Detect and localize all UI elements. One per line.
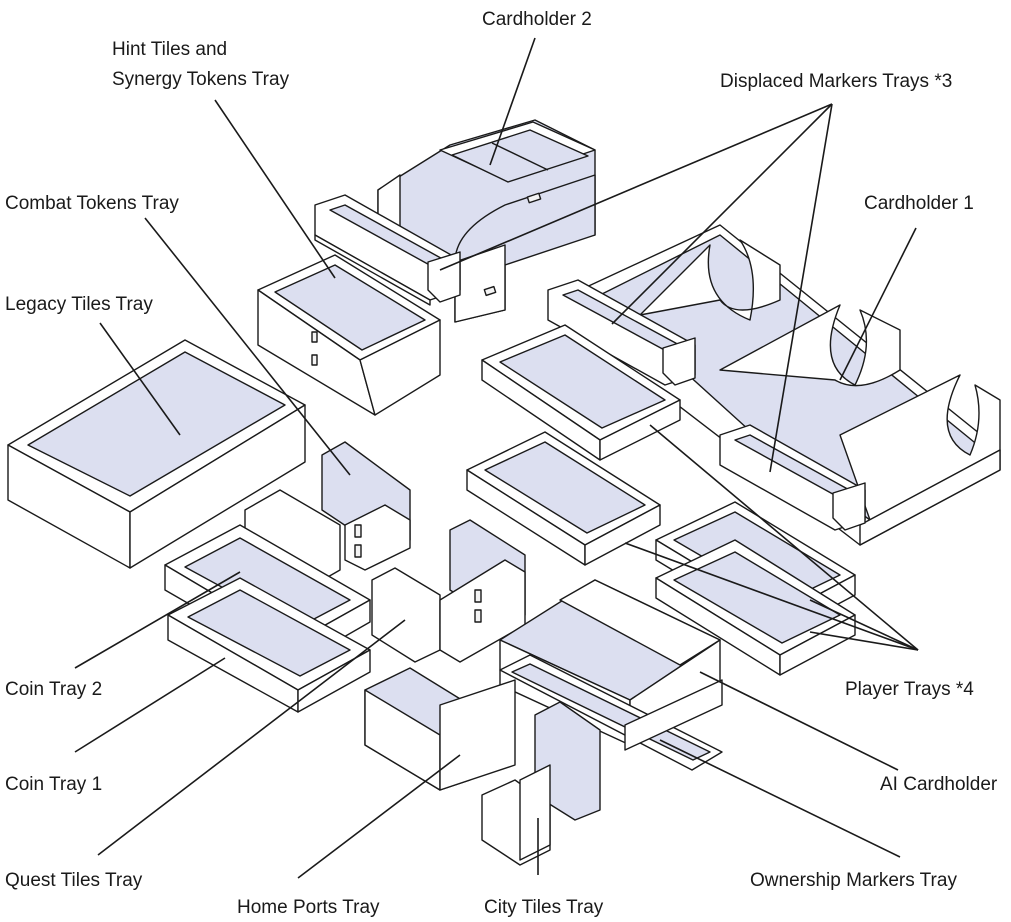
label-legacy-tiles: Legacy Tiles Tray — [5, 294, 153, 315]
label-hint-tiles-line1: Hint Tiles and — [112, 39, 227, 60]
leader-combat-tokens — [144, 217, 351, 476]
leader-displaced-1 — [439, 103, 833, 271]
leader-player-4 — [809, 631, 919, 651]
cardholder-1-part — [579, 224, 1001, 546]
home-ports-tray-part — [364, 667, 516, 791]
hint-tiles-tray-part — [257, 254, 441, 416]
label-ai-cardholder: AI Cardholder — [880, 774, 998, 795]
leader-home-ports — [297, 754, 461, 879]
leader-lines — [74, 37, 919, 879]
quest-tiles-tray-part — [371, 519, 526, 663]
label-coin-tray-2: Coin Tray 2 — [5, 679, 102, 700]
label-coin-tray-1: Coin Tray 1 — [5, 774, 102, 795]
label-cardholder-1: Cardholder 1 — [864, 193, 974, 214]
label-ownership-markers: Ownership Markers Tray — [750, 870, 957, 891]
label-hint-tiles-line2: Synergy Tokens Tray — [112, 69, 290, 90]
label-player-trays: Player Trays *4 — [845, 679, 974, 700]
label-displaced-markers: Displaced Markers Trays *3 — [720, 71, 952, 92]
label-cardholder-2: Cardholder 2 — [482, 9, 592, 30]
label-quest-tiles: Quest Tiles Tray — [5, 870, 143, 891]
leader-legacy-tiles — [99, 322, 181, 436]
leader-hint-tiles — [214, 99, 336, 279]
leader-ownership — [659, 739, 901, 858]
player-tray-1 — [481, 324, 681, 461]
displaced-markers-tray-mid — [547, 279, 696, 386]
player-tray-2 — [466, 431, 661, 566]
city-tiles-tray-part — [481, 701, 601, 866]
labels: Cardholder 2 Hint Tiles and Synergy Toke… — [5, 9, 998, 918]
player-tray-4 — [655, 539, 856, 676]
leader-coin-tray-1 — [74, 657, 226, 753]
label-city-tiles: City Tiles Tray — [484, 897, 604, 918]
leader-player-3 — [809, 599, 919, 651]
leader-ai-cardholder — [699, 671, 899, 771]
label-combat-tokens: Combat Tokens Tray — [5, 193, 179, 214]
displaced-markers-tray-top — [314, 194, 461, 306]
leader-player-2 — [624, 542, 919, 651]
leader-cardholder-2 — [489, 37, 536, 166]
legacy-tiles-tray-part — [7, 339, 306, 569]
leader-cardholder-1 — [839, 227, 917, 381]
combat-tokens-tray-part — [244, 441, 411, 591]
leader-displaced-2 — [611, 103, 833, 325]
coin-tray-1-part — [167, 577, 371, 713]
displaced-markers-tray-right — [719, 424, 866, 531]
leader-displaced-3 — [769, 103, 833, 473]
leader-player-1 — [649, 424, 919, 651]
label-home-ports: Home Ports Tray — [237, 897, 380, 918]
ownership-markers-tray-part — [499, 654, 723, 771]
leader-coin-tray-2 — [74, 571, 241, 669]
leader-quest-tiles — [97, 619, 406, 856]
